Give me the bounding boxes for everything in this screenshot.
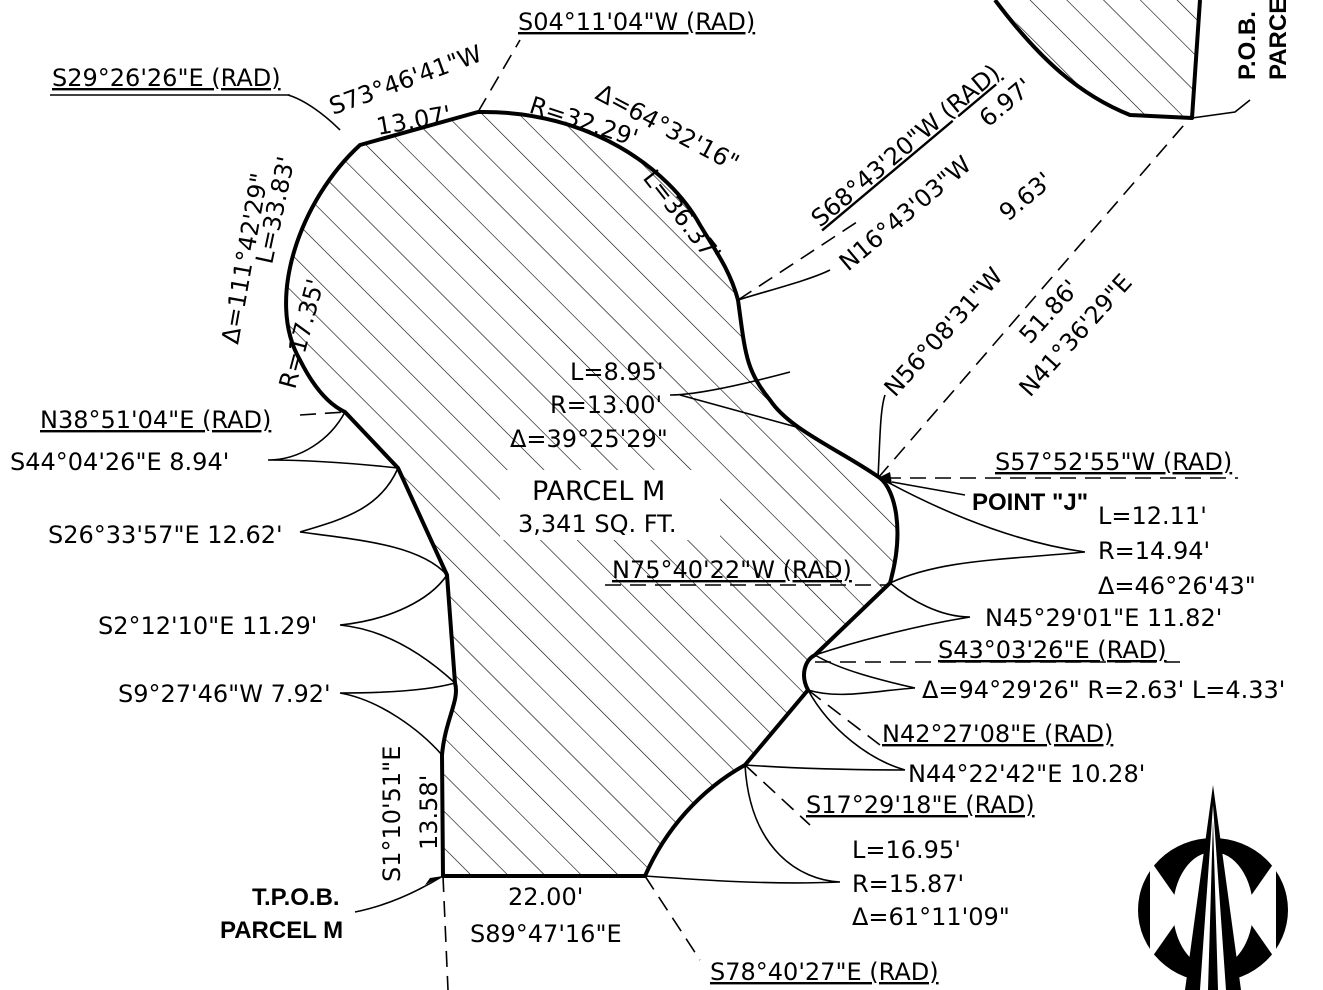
rad-s57-label: S57°52'55"W (RAD): [995, 448, 1232, 476]
course-n44-label: N44°22'42"E 10.28': [908, 760, 1145, 788]
radial-line-n38: [299, 411, 346, 416]
tpob-label-line2: PARCEL M: [220, 917, 343, 944]
point-j-label: POINT "J": [972, 489, 1088, 516]
curve-j-radius-label: R=14.94': [1098, 537, 1210, 565]
course-s26-label: S26°33'57"E 12.62': [48, 521, 283, 549]
radial-line-s17: [744, 764, 811, 826]
rad-s43-label: S43°03'26"E (RAD): [938, 636, 1167, 664]
dist-22-00-label: 22.00': [508, 883, 583, 911]
parcel-area-label: 3,341 SQ. FT.: [518, 510, 677, 538]
curve-mid-delta-label: Δ=39°25'29": [510, 425, 668, 453]
rad-n38-label: N38°51'04"E (RAD): [40, 406, 271, 434]
curve-j-length-label: L=12.11': [1098, 502, 1207, 530]
rad-s29-label: S29°26'26"E (RAD): [52, 64, 281, 92]
pob-parcel-hatch: [1000, 0, 1200, 118]
rad-n42-label: N42°27'08"E (RAD): [882, 720, 1113, 748]
tpob-arrow: [425, 876, 443, 885]
course-s89-label: S89°47'16"E: [470, 920, 622, 948]
pob-leader: [1191, 99, 1251, 119]
north-arrow-icon: [1138, 785, 1288, 990]
pob-label-line2: PARCEL: [1265, 0, 1292, 80]
pob-label-line1: P.O.B.: [1234, 11, 1261, 80]
tpob-label-line1: T.P.O.B.: [252, 884, 340, 911]
point-j-leader: [891, 481, 966, 496]
curve-bot-length-label: L=16.95': [852, 836, 961, 864]
parcel-m-boundary: [284, 109, 900, 878]
curve-j-delta-label: Δ=46°26'43": [1098, 572, 1256, 600]
course-n45-label: N45°29'01"E 11.82': [985, 604, 1222, 632]
radial-line-s78: [644, 875, 701, 961]
curve-mid-radius-label: R=13.00': [550, 391, 662, 419]
rad-top-label: S04°11'04"W (RAD): [518, 8, 755, 36]
tpob-vertical-dash: [442, 875, 449, 990]
curve-small-label: Δ=94°29'26" R=2.63' L=4.33': [922, 676, 1285, 704]
course-s44-label: S44°04'26"E 8.94': [10, 448, 229, 476]
leader-lines: [267, 94, 1086, 913]
course-s2-label: S2°12'10"E 11.29': [98, 612, 317, 640]
tie-line-51-86: [877, 117, 1191, 479]
course-s1-label: S1°10'51"E: [378, 746, 406, 882]
rad-n75-label: N75°40'22"W (RAD): [612, 556, 852, 584]
curve-mid-length-label: L=8.95': [570, 358, 664, 386]
course-n56-label: N56°08'31"W: [879, 262, 1009, 402]
radial-line-n42: [807, 689, 881, 746]
point-j-marker: [878, 472, 892, 484]
rad-s78-label: S78°40'27"E (RAD): [710, 958, 939, 986]
parcel-label-knockout: [500, 470, 720, 540]
dist-13-58-label: 13.58': [415, 775, 443, 850]
parcel-name-label: PARCEL M: [532, 476, 665, 507]
dist-9-63-label: 9.63': [994, 167, 1058, 227]
course-s9-label: S9°27'46"W 7.92': [118, 680, 331, 708]
radial-line-top: [477, 39, 521, 113]
pob-parcel-boundary: [993, 0, 1202, 120]
curve-bot-delta-label: Δ=61°11'09": [852, 903, 1010, 931]
curve-bot-radius-label: R=15.87': [852, 870, 964, 898]
rad-s17-label: S17°29'18"E (RAD): [806, 791, 1035, 819]
